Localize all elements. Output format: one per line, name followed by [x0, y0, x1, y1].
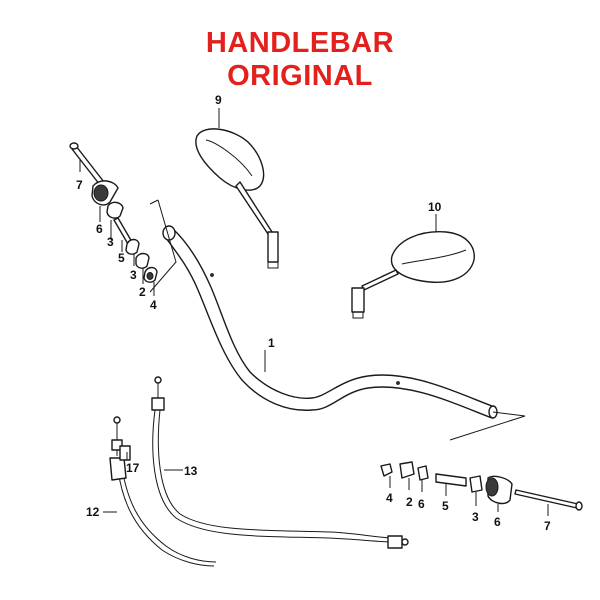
callout-4-left: 4 — [150, 298, 157, 312]
diagram-title-line-1: HANDLEBAR — [205, 27, 395, 59]
callout-2-left: 2 — [139, 285, 146, 299]
callout-10: 10 — [428, 200, 442, 214]
callout-4-right: 4 — [386, 491, 393, 505]
callout-17: 17 — [126, 461, 140, 475]
left-end-parts — [69, 142, 158, 283]
callout-3-left-lower: 3 — [130, 268, 137, 282]
callout-2-right: 2 — [406, 495, 413, 509]
callout-5-left: 5 — [118, 251, 125, 265]
callout-9: 9 — [215, 93, 222, 107]
throttle-cable-12 — [109, 416, 217, 567]
callout-labels: 1 2 2 3 3 3 4 4 5 5 6 6 6 7 7 9 10 12 13… — [76, 93, 551, 533]
callout-3-right: 3 — [472, 510, 479, 524]
diagram-title-line-2: ORIGINAL — [227, 60, 373, 92]
throttle-cable-13 — [151, 376, 409, 549]
callout-3-left-upper: 3 — [107, 235, 114, 249]
mirror-left — [195, 128, 279, 269]
callout-6-left: 6 — [96, 222, 103, 236]
mirror-right — [351, 231, 475, 319]
callout-12: 12 — [86, 505, 100, 519]
callout-5-right: 5 — [442, 499, 449, 513]
callout-7-left: 7 — [76, 178, 83, 192]
callout-1: 1 — [268, 336, 275, 350]
callout-6-right-small: 6 — [418, 497, 425, 511]
callout-13: 13 — [184, 464, 198, 478]
handlebar-tube — [149, 199, 526, 441]
cable-adjuster-17 — [119, 445, 131, 461]
right-end-parts — [380, 461, 583, 511]
leader-lines — [79, 108, 549, 516]
callout-6-right: 6 — [494, 515, 501, 529]
callout-7-right: 7 — [544, 519, 551, 533]
